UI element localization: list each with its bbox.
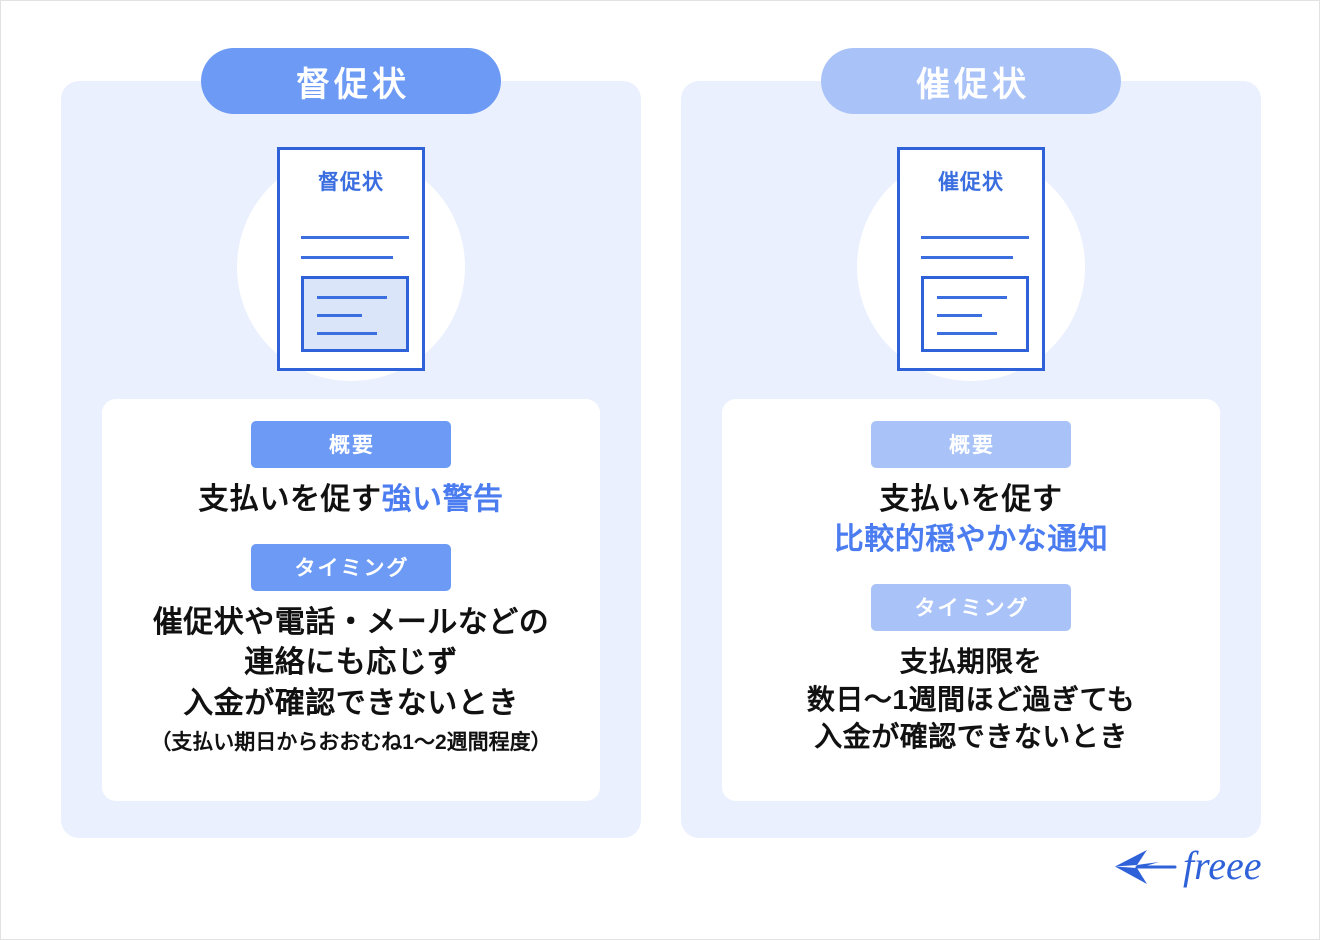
timing-line-2: 連絡にも応じず	[244, 646, 458, 680]
document-icon: 督促状	[277, 147, 425, 371]
document-box-line-icon	[937, 314, 982, 317]
section-badge-timing: タイミング	[871, 584, 1071, 632]
comparison-column-saisokujo: 催促状 催促状 概要 支払いを促す比較的穏やかな通知 タイミング 支払期限を	[681, 48, 1261, 838]
summary-text-plain: 支払いを促す	[198, 483, 382, 516]
section-spacer	[116, 520, 586, 544]
document-box-line-icon	[937, 332, 997, 335]
document-box-line-icon	[317, 332, 377, 335]
timing-line-1: 催促状や電話・メールなどの	[152, 606, 550, 640]
document-box-line-icon	[317, 296, 387, 299]
timing-text: 催促状や電話・メールなどの 連絡にも応じず 入金が確認できないとき	[116, 603, 586, 724]
section-spacer	[736, 560, 1206, 584]
document-icon-title: 催促状	[938, 171, 1004, 194]
summary-text-plain: 支払いを促す	[879, 483, 1063, 516]
section-badge-summary: 概要	[871, 421, 1071, 468]
document-line-icon	[921, 236, 1029, 239]
document-icon: 催促状	[897, 147, 1045, 371]
timing-text: 支払期限を 数日〜1週間ほど過ぎても 入金が確認できないとき	[736, 643, 1206, 756]
hero-illustration: 催促状	[681, 147, 1261, 393]
summary-text-accent: 強い警告	[381, 483, 504, 516]
document-line-icon	[921, 256, 1013, 259]
timing-line-3: 入金が確認できないとき	[183, 686, 519, 720]
info-panel: 概要 支払いを促す比較的穏やかな通知 タイミング 支払期限を 数日〜1週間ほど過…	[722, 399, 1220, 801]
document-inner-box-icon	[921, 276, 1029, 352]
timing-line-2: 数日〜1週間ほど過ぎても	[806, 683, 1136, 715]
document-box-line-icon	[937, 296, 1007, 299]
info-panel: 概要 支払いを促す強い警告 タイミング 催促状や電話・メールなどの 連絡にも応じ…	[102, 399, 600, 801]
freee-logo: freee	[1113, 843, 1279, 891]
summary-text-accent: 比較的穏やかな通知	[833, 523, 1109, 557]
comparison-column-tokusokujo: 督促状 督促状 概要 支払いを促す強い警告 タイミング 催促状や電話・メール	[61, 48, 641, 838]
hero-illustration: 督促状	[61, 147, 641, 393]
section-badge-summary: 概要	[251, 421, 451, 468]
section-badge-timing: タイミング	[251, 544, 451, 592]
document-line-icon	[301, 256, 393, 259]
summary-text: 支払いを促す比較的穏やかな通知	[736, 480, 1206, 560]
document-icon-title: 督促状	[318, 171, 384, 194]
column-title-pill: 催促状	[821, 48, 1121, 114]
document-inner-box-icon	[301, 276, 409, 352]
column-title-label: 督促状	[296, 65, 410, 104]
column-title-label: 催促状	[916, 65, 1030, 104]
timing-line-3: 入金が確認できないとき	[814, 721, 1128, 753]
column-title-pill: 督促状	[201, 48, 501, 114]
svg-text:freee: freee	[1183, 843, 1261, 888]
timing-note: （支払い期日からおおむね1〜2週間程度）	[150, 730, 552, 754]
document-box-line-icon	[317, 314, 362, 317]
swallow-bird-icon	[1113, 845, 1177, 889]
freee-wordmark: freee	[1183, 843, 1279, 891]
timing-line-1: 支払期限を	[899, 646, 1043, 678]
document-line-icon	[301, 236, 409, 239]
summary-text: 支払いを促す強い警告	[116, 480, 586, 520]
